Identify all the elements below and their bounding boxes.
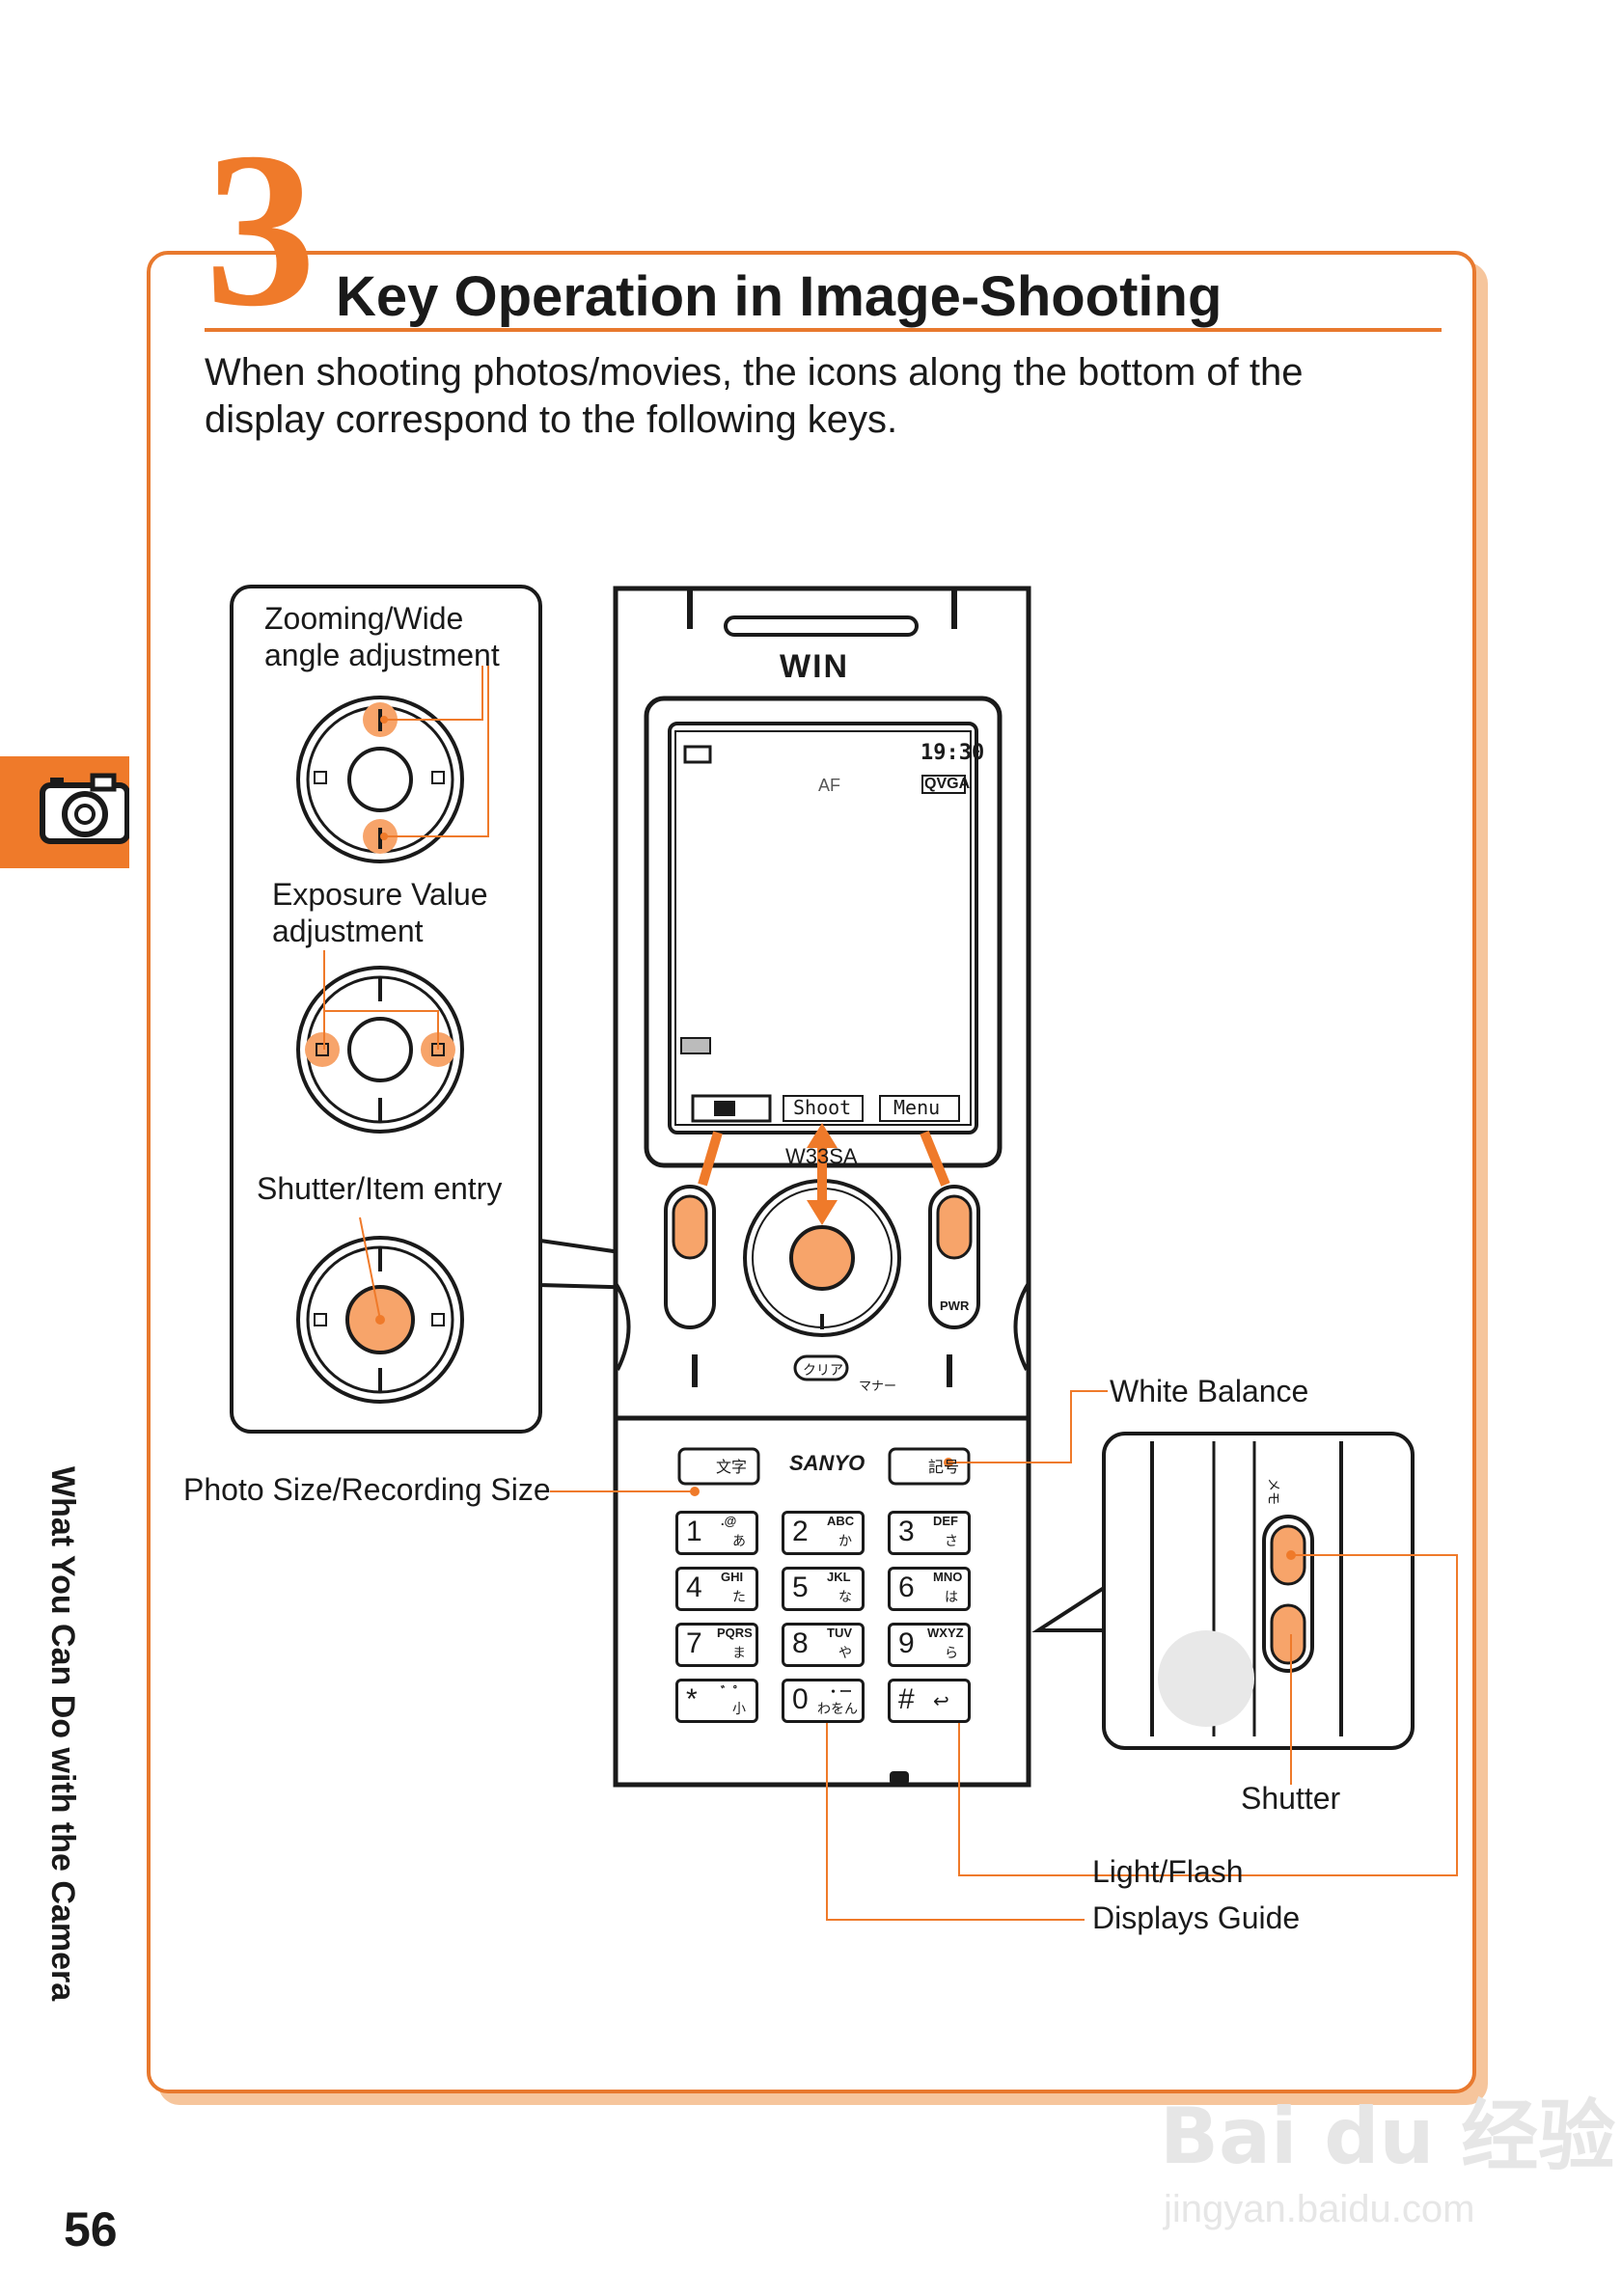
phone-model: W33SA xyxy=(785,1144,858,1168)
manner-key: マナー xyxy=(859,1379,897,1393)
return-icon: ↩ xyxy=(933,1691,949,1712)
screen-af: AF xyxy=(818,776,841,795)
section-title: Key Operation in Image-Shooting xyxy=(336,265,1223,328)
key-hash: #↩ xyxy=(888,1679,971,1723)
camera-icon xyxy=(40,773,130,844)
memo-label: メモ xyxy=(1266,1478,1281,1505)
callout-displays-guide: Displays Guide xyxy=(1092,1900,1301,1935)
callout-shutter-entry: Shutter/Item entry xyxy=(257,1171,503,1206)
phone-brand-top: WIN xyxy=(780,648,850,685)
title-rule xyxy=(205,328,1442,332)
watermark-logo: Bai du 经验 xyxy=(1160,2091,1616,2181)
screen-clock: 19:30 xyxy=(920,741,985,765)
zoom-nav-key xyxy=(296,666,489,863)
side-tab xyxy=(0,756,130,868)
phone-nav-cluster xyxy=(614,1123,1030,1387)
callout-photo-size: Photo Size/Recording Size xyxy=(183,1472,551,1507)
clear-key: クリア xyxy=(803,1362,843,1378)
callout-exposure: Exposure Value adjustment xyxy=(272,877,488,948)
leader-lines xyxy=(550,1390,1458,1921)
watermark-url: jingyan.baidu.com xyxy=(1164,2188,1475,2230)
left-soft-label: 文字 xyxy=(716,1460,748,1476)
callout-shutter: Shutter xyxy=(1241,1781,1341,1816)
page-number: 56 xyxy=(64,2202,118,2256)
shutter-nav-key xyxy=(296,1216,464,1404)
screen-resolution: QVGA xyxy=(924,776,971,792)
callout-light-flash: Light/Flash xyxy=(1092,1854,1244,1889)
softkey-shoot: Shoot xyxy=(793,1096,852,1119)
softkey-menu: Menu xyxy=(893,1096,941,1119)
key-star: *゛゜小 xyxy=(675,1679,758,1723)
section-number: 3 xyxy=(205,106,316,352)
exposure-nav-key xyxy=(296,950,464,1134)
phone-brand-bottom: SANYO xyxy=(789,1451,865,1475)
callout-zoom: Zooming/Wide angle adjustment xyxy=(264,601,500,672)
side-view-inset xyxy=(1031,1432,1415,1750)
callout-white-balance: White Balance xyxy=(1110,1374,1309,1408)
right-soft-label: 記号 xyxy=(928,1460,960,1476)
intro-text: When shooting photos/movies, the icons a… xyxy=(205,351,1304,441)
key-0: 0・ーわをん xyxy=(782,1679,865,1723)
key-1: 1.@あ xyxy=(675,1511,758,1555)
pwr-label: PWR xyxy=(940,1298,970,1313)
